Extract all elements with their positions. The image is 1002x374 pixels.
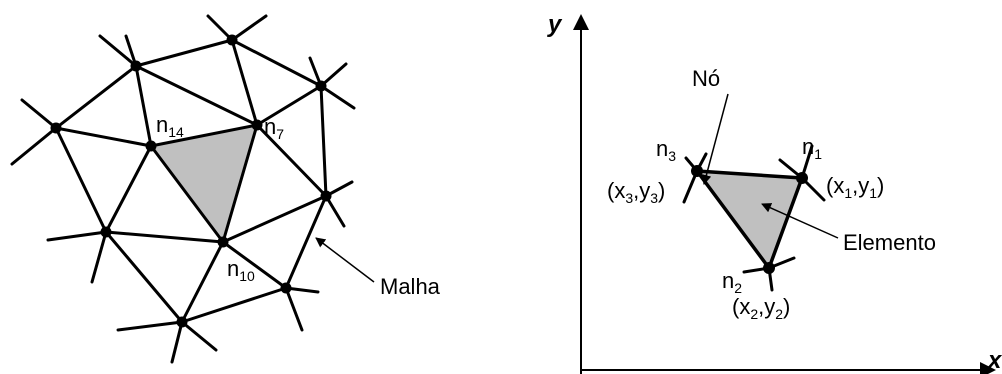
coord-label-n3: (x3,y3) xyxy=(607,178,665,206)
label-elemento: Elemento xyxy=(843,230,936,255)
label-n2: n2 xyxy=(722,268,742,296)
mesh-nodes xyxy=(50,34,332,328)
coord-label-n2: (x2,y2) xyxy=(732,294,790,322)
label-n10: n10 xyxy=(227,256,255,284)
element-node-n3 xyxy=(691,165,703,177)
mesh-node xyxy=(176,316,188,328)
no-arrow xyxy=(701,93,729,185)
mesh-node xyxy=(50,122,62,134)
mesh-node-n7 xyxy=(251,119,263,131)
label-no: Nó xyxy=(692,66,720,91)
label-n1: n1 xyxy=(802,134,822,162)
mesh-diagram: n14 n7 n10 Malha xyxy=(10,14,441,364)
label-n7: n7 xyxy=(264,114,284,142)
mesh-node-n10 xyxy=(217,236,229,248)
elemento-arrow xyxy=(761,203,839,239)
coord-label-n1: (x1,y1) xyxy=(826,173,884,201)
label-malha: Malha xyxy=(380,274,441,299)
label-n14: n14 xyxy=(156,112,184,140)
mesh-node xyxy=(226,34,238,46)
mesh-boundary-stubs xyxy=(10,14,356,364)
mesh-node xyxy=(315,80,327,92)
element-node-n2 xyxy=(763,262,775,274)
mesh-edges xyxy=(54,38,328,324)
element-node-n1 xyxy=(796,172,808,184)
mesh-node xyxy=(280,282,292,294)
element-diagram: y x n1 n3 n2 ( xyxy=(547,11,1002,374)
label-n3: n3 xyxy=(656,136,676,164)
triangle-element xyxy=(695,169,804,270)
axis-x-label: x xyxy=(986,347,1002,374)
mesh-node-n14 xyxy=(145,140,157,152)
malha-arrow xyxy=(315,237,375,283)
mesh-node xyxy=(320,190,332,202)
axis-y-label: y xyxy=(547,11,563,38)
mesh-node xyxy=(100,226,112,238)
mesh-node xyxy=(130,60,142,72)
